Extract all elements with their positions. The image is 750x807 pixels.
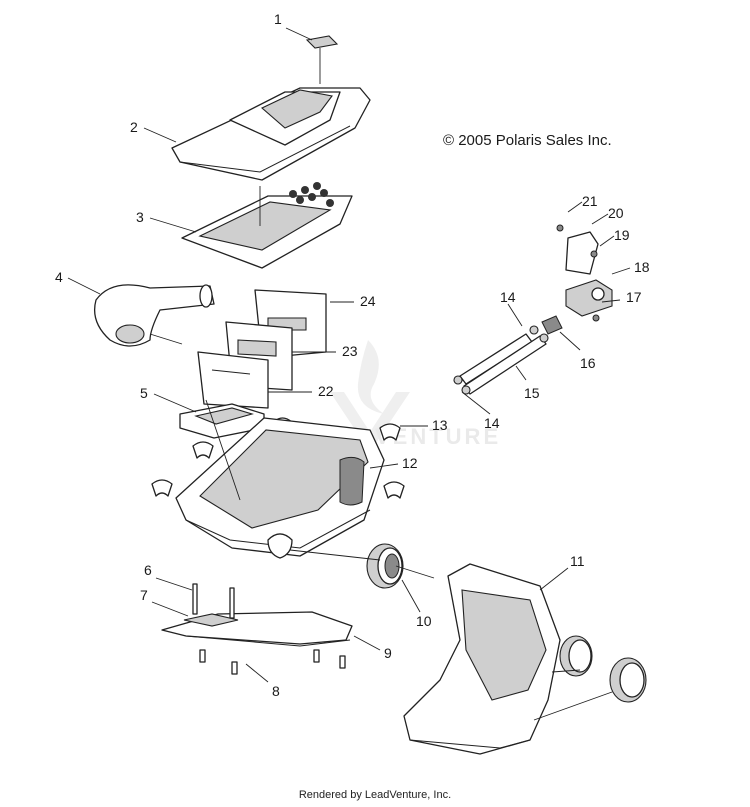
callout-18: 18	[634, 259, 650, 275]
part-9-mount-plate	[161, 611, 353, 647]
leader-lines	[67, 27, 631, 721]
part-18-valve	[565, 279, 613, 317]
part-4-intake-duct	[93, 284, 215, 347]
part-3-filter-plate	[181, 182, 353, 269]
part-7-bracket	[183, 613, 239, 627]
callout-8: 8	[272, 683, 280, 699]
callout-7: 7	[140, 587, 148, 603]
callout-5: 5	[140, 385, 148, 401]
callout-24: 24	[360, 293, 376, 309]
callout-3: 3	[136, 209, 144, 225]
part-1-pad	[305, 35, 339, 49]
small-fasteners	[556, 224, 600, 322]
callout-17: 17	[626, 289, 642, 305]
callout-19: 19	[614, 227, 630, 243]
callout-14-bottom: 14	[484, 415, 500, 431]
copyright-notice: © 2005 Polaris Sales Inc.	[443, 132, 612, 149]
duct-couplers	[559, 635, 647, 703]
callout-1: 1	[274, 11, 282, 27]
callout-21: 21	[582, 193, 598, 209]
part-20-bracket	[565, 231, 599, 275]
airbox-body	[175, 417, 385, 559]
part-2-airbox-cover	[171, 87, 371, 181]
callout-22: 22	[318, 383, 334, 399]
callout-23: 23	[342, 343, 358, 359]
callout-16: 16	[580, 355, 596, 371]
callout-2: 2	[130, 119, 138, 135]
part-8-screws	[199, 649, 346, 675]
callout-10: 10	[416, 613, 432, 629]
callout-20: 20	[608, 205, 624, 221]
footer-credit: Rendered by LeadVenture, Inc.	[298, 789, 452, 801]
callout-12: 12	[402, 455, 418, 471]
callout-6: 6	[144, 562, 152, 578]
part-6-studs	[192, 583, 235, 619]
callout-14-top: 14	[500, 289, 516, 305]
callout-9: 9	[384, 645, 392, 661]
part-16-gasket	[541, 315, 563, 335]
part-11-duct-housing	[403, 563, 561, 755]
callout-13: 13	[432, 417, 448, 433]
callout-15: 15	[524, 385, 540, 401]
part-5-foam-pad	[179, 403, 265, 439]
part-22-foam	[197, 351, 269, 409]
callout-11: 11	[570, 553, 585, 569]
callout-labels: 1 2 3 4 5 6 7 8 9 10 11 12 13 14 14 15 1…	[55, 11, 650, 699]
part-15-hoses	[453, 325, 549, 395]
callout-4: 4	[55, 269, 63, 285]
part-10-coupler	[366, 543, 404, 589]
